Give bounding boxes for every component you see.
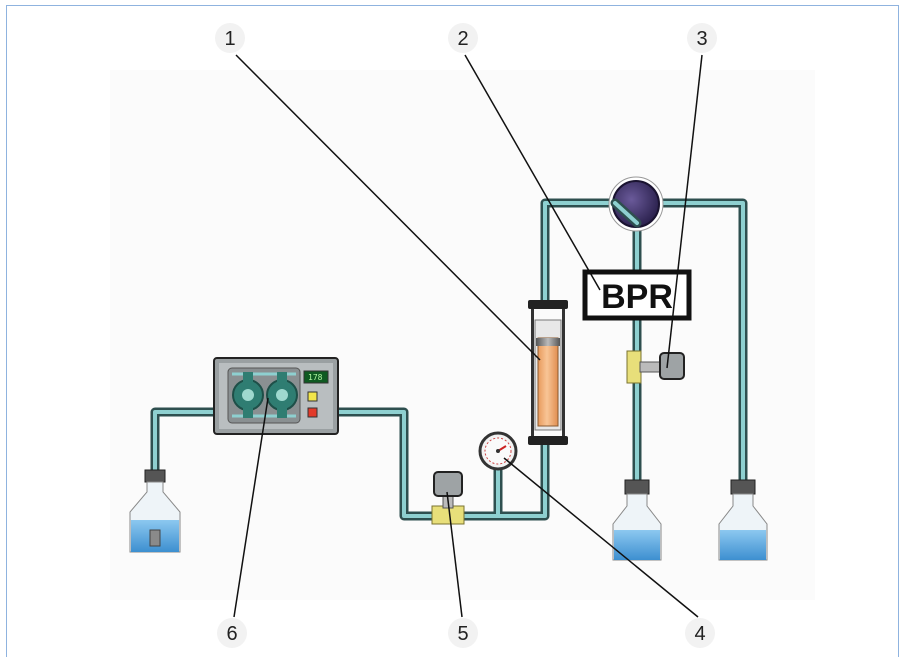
callout-number: 5 — [457, 623, 468, 645]
packed-column-icon — [528, 300, 568, 445]
pump-red-button — [307, 407, 318, 418]
inlet-valve-icon — [431, 471, 465, 525]
pump-display-readout: 178 — [308, 373, 323, 382]
leader-line-3 — [666, 54, 703, 369]
leader-line-4 — [503, 457, 699, 618]
leader-line-2 — [464, 54, 601, 291]
waste-bottle-middle — [612, 479, 662, 561]
callout-number: 6 — [226, 623, 237, 645]
leader-line-6 — [233, 397, 269, 618]
callout-5: 5 — [448, 618, 478, 648]
peristaltic-pump-icon: 178 — [213, 357, 339, 435]
switching-valve-icon — [608, 176, 664, 232]
callout-labels: 1 2 3 4 5 6 — [215, 23, 717, 648]
callout-6: 6 — [217, 618, 247, 648]
callout-1: 1 — [215, 23, 245, 53]
callout-number: 2 — [457, 28, 468, 50]
callout-number: 3 — [696, 28, 707, 50]
pump-yellow-button — [307, 391, 318, 402]
three-way-valve-icon — [626, 350, 685, 384]
bpr-label: BPR — [601, 278, 673, 316]
callout-number: 1 — [224, 28, 235, 50]
collection-bottle-right — [718, 479, 768, 561]
callout-number: 4 — [694, 623, 705, 645]
figure-frame — [6, 5, 899, 657]
back-pressure-regulator-icon: BPR — [582, 269, 692, 321]
callout-3: 3 — [687, 23, 717, 53]
callout-4: 4 — [685, 618, 715, 648]
leader-line-1 — [235, 54, 541, 361]
pressure-gauge-icon — [478, 431, 518, 471]
callout-2: 2 — [448, 23, 478, 53]
leader-lines — [233, 54, 703, 618]
reservoir-bottle-left — [129, 469, 181, 553]
leader-line-5 — [446, 491, 463, 618]
